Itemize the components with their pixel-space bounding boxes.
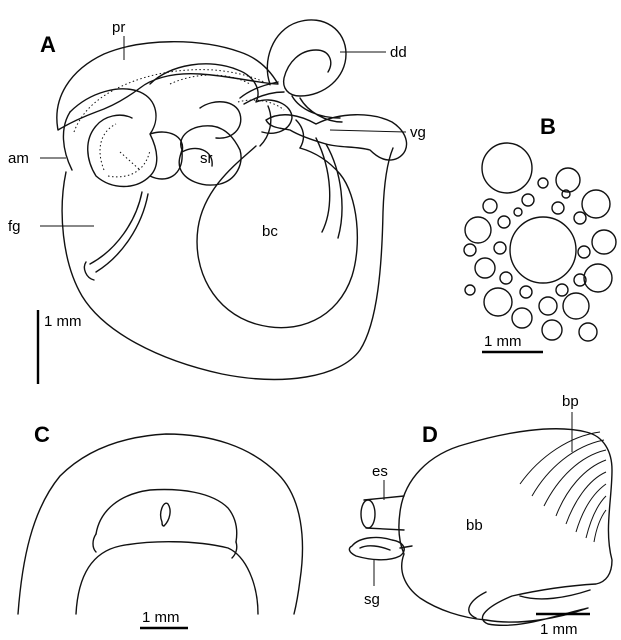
label-bc: bc (262, 223, 278, 240)
label-sr: sr (200, 150, 213, 167)
label-fg: fg (8, 218, 21, 235)
leader-vg (330, 130, 406, 132)
large-papilla (482, 143, 532, 193)
deferent-duct-tube (292, 96, 342, 122)
outer-arch (18, 434, 302, 614)
label-pr: pr (112, 19, 125, 36)
upper-lobes-dotted (170, 75, 284, 110)
esophagus-opening (361, 500, 375, 528)
scale-label-c: 1 mm (142, 609, 180, 626)
aperture (161, 503, 170, 526)
panel-d: D bp es bb sg 1 m (349, 393, 612, 638)
inner-arch (96, 490, 237, 542)
buccal-bulb (399, 429, 612, 626)
label-dd: dd (390, 44, 407, 61)
panel-a-label: A (40, 32, 56, 57)
scale-label-b: 1 mm (484, 333, 522, 350)
gland-lobes (70, 89, 212, 187)
buccal-plate (520, 432, 606, 542)
prostate-outline (57, 42, 278, 130)
scale-label-a: 1 mm (44, 313, 82, 330)
panel-c-label: C (34, 422, 50, 447)
central-papilla (510, 217, 576, 283)
panel-d-label: D (422, 422, 438, 447)
panel-a: A pr dd am vg (8, 19, 426, 384)
label-sg: sg (364, 591, 380, 608)
duct-opening (84, 262, 94, 280)
scale-label-d: 1 mm (540, 621, 578, 638)
reproductive-system-outline (62, 112, 393, 379)
panel-b: B (464, 114, 616, 352)
papillae-ring (464, 168, 616, 341)
panel-c: C 1 mm (18, 422, 302, 628)
panel-b-label: B (540, 114, 556, 139)
female-gland-duct (90, 192, 148, 272)
salivary-gland (349, 538, 404, 560)
label-am: am (8, 150, 29, 167)
label-es: es (372, 463, 388, 480)
gland-lobes-dotted (100, 124, 150, 177)
label-bb: bb (466, 517, 483, 534)
label-bp: bp (562, 393, 579, 410)
label-vg: vg (410, 124, 426, 141)
inner-lower-arch (76, 542, 258, 614)
deferent-duct (267, 20, 346, 96)
